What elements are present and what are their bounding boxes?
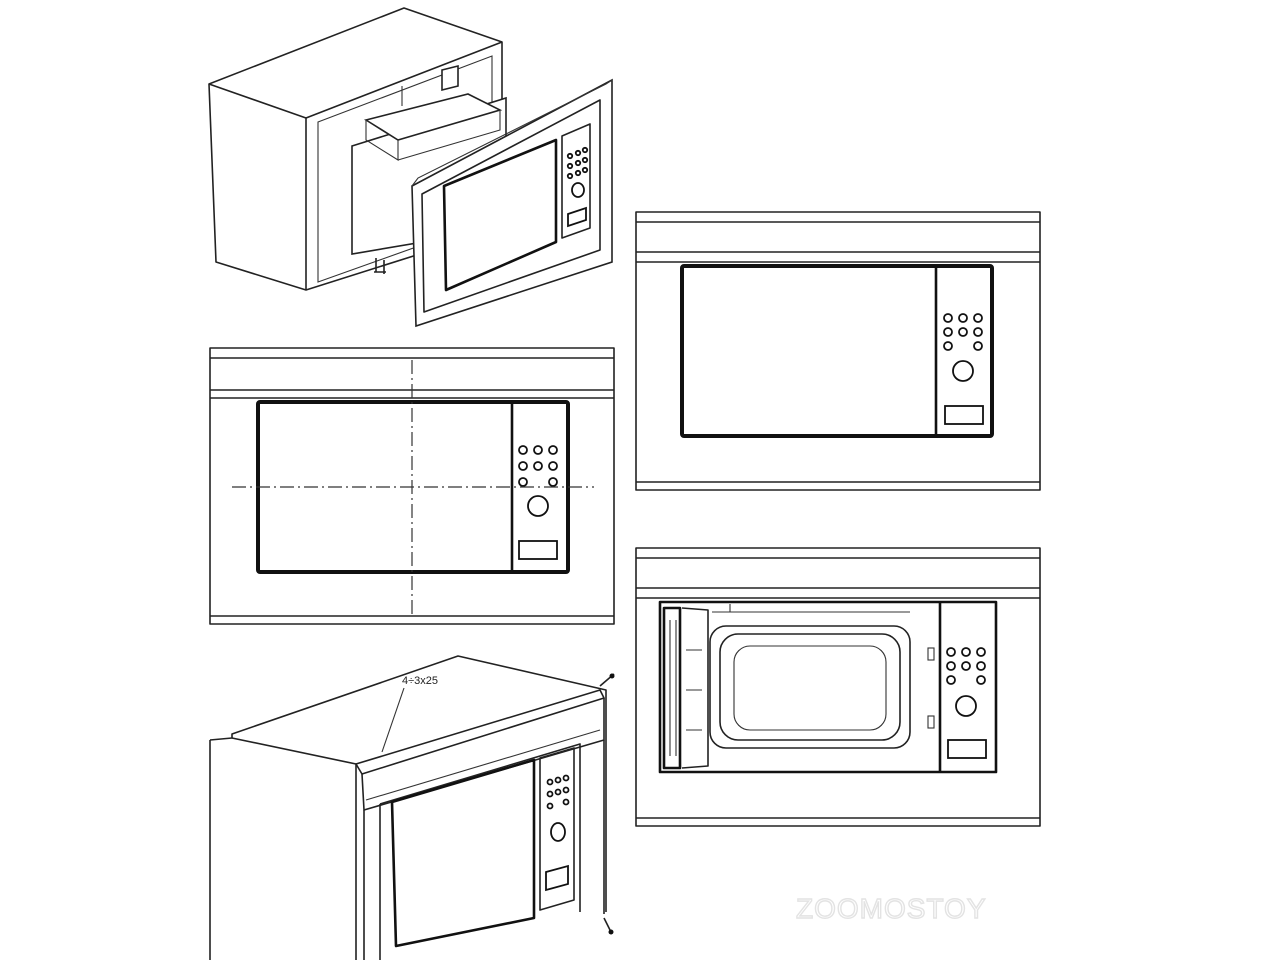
panel-insert-microwave — [208, 7, 613, 328]
control-buttons-panel1 — [566, 146, 589, 228]
panel-front-centered — [209, 347, 615, 625]
control-buttons-panel4 — [946, 647, 987, 759]
control-buttons-panel3 — [943, 313, 984, 425]
panel-door-open — [635, 547, 1041, 827]
panel-front-installed — [635, 211, 1041, 491]
control-buttons-panel2 — [518, 445, 558, 560]
screw-icon — [599, 673, 615, 687]
screw-icon — [603, 917, 614, 935]
panel-screw-fixing: 4÷3x25 — [209, 655, 615, 960]
watermark: ZOOMOSTOY — [796, 893, 987, 924]
control-buttons-panel5 — [545, 774, 570, 892]
screw-label: 4÷3x25 — [402, 675, 438, 687]
